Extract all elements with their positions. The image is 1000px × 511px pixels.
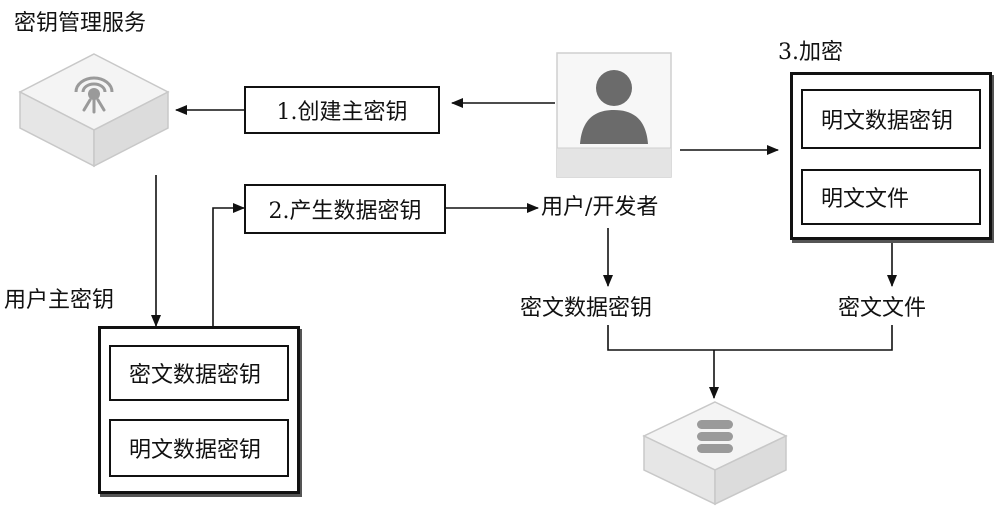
encrypt-plain-file: 明文文件: [801, 169, 981, 225]
user-avatar-icon: [556, 52, 672, 178]
arrow-master-key-to-step2: [212, 203, 245, 326]
user-developer-label: 用户/开发者: [541, 195, 659, 220]
step-generate-data-key: 2.产生数据密钥: [244, 184, 446, 234]
master-cipher-data-key: 密文数据密钥: [109, 345, 289, 401]
step-create-master-key: 1.创建主密钥: [244, 86, 440, 134]
master-plain-data-key: 明文数据密钥: [109, 419, 289, 477]
user-master-key-label: 用户主密钥: [4, 288, 115, 313]
step-encrypt-label: 3.加密: [778, 40, 843, 65]
kms-service-icon: [18, 53, 170, 168]
user-master-key-box: 密文数据密钥 明文数据密钥: [98, 326, 300, 494]
cipher-file-label: 密文文件: [838, 296, 927, 321]
encrypt-plain-data-key: 明文数据密钥: [801, 89, 981, 149]
cipher-data-key-label: 密文数据密钥: [520, 296, 653, 321]
storage-database-icon: [642, 401, 788, 506]
kms-title: 密钥管理服务: [14, 11, 147, 36]
encrypt-box: 明文数据密钥 明文文件: [790, 72, 992, 240]
merge-line-left: [607, 325, 893, 351]
